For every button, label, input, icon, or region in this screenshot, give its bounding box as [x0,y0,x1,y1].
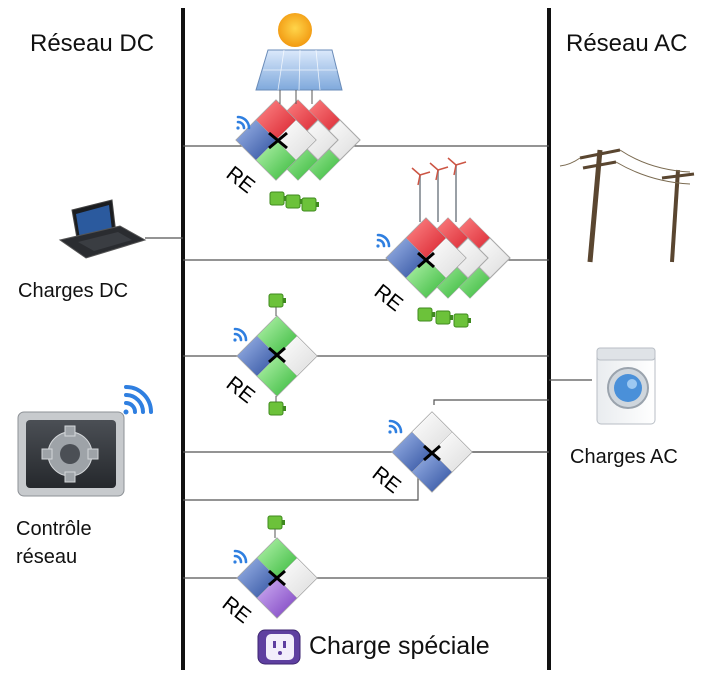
energy-router-ac [391,411,473,493]
special-load-label: Charge spéciale [309,632,490,660]
wifi-icon [236,115,251,130]
gear-control-icon [17,411,125,497]
wires [145,145,592,579]
ac-network-label: Réseau AC [566,30,688,57]
network-control-label-line2: réseau [16,546,78,568]
battery-icon [285,194,303,209]
energy-router-special [236,537,318,619]
wifi-icon [233,327,248,342]
dc-loads-label: Charges DC [18,280,129,302]
dc-network-label: Réseau DC [30,30,155,57]
battery-icon [268,401,286,416]
battery-icon [269,191,287,206]
energy-router-storage [236,315,318,397]
battery-icon [268,293,286,308]
washing-machine-icon [596,347,656,425]
energy-router-wind [385,217,511,299]
wifi-icon [123,385,153,415]
battery-icon [267,515,285,530]
wifi-icon [233,549,248,564]
battery-icon [417,307,435,322]
energy-router-solar [235,99,361,181]
outlet-icon [257,629,301,665]
wind-turbine-icon [411,157,467,222]
network-control-label-line1: Contrôle [16,518,92,540]
ac-loads-label: Charges AC [570,446,678,468]
battery-icon [301,197,319,212]
battery-icon [453,313,471,328]
wifi-icon [376,233,391,248]
solar-panel-icon [255,13,343,104]
laptop-icon [58,199,147,259]
battery-icon [435,310,453,325]
power-pole-icon [559,148,695,263]
wifi-icon [388,419,403,434]
